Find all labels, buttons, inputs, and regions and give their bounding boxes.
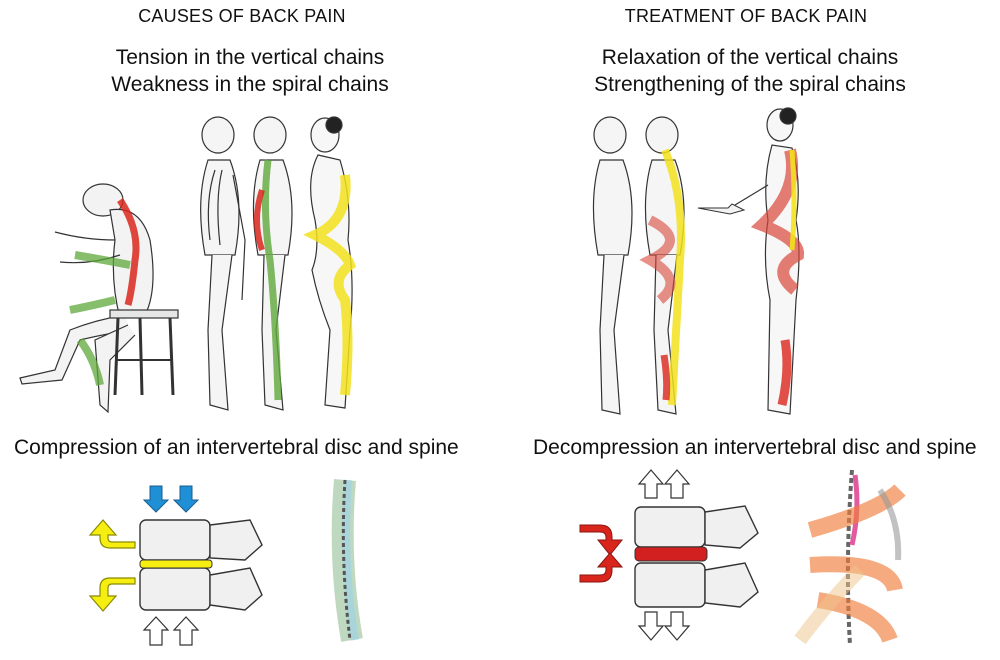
seated-figure [19,183,179,414]
treatment-section-title: Decompression an intervertebral disc and… [533,436,977,459]
bulge-arrows-yellow [88,519,136,612]
skeleton-green-chain [261,159,282,401]
skeleton-yellow-chain [661,148,685,406]
decompressed-disc [634,546,708,562]
push-arrows-red [579,524,624,583]
treatment-illustration [579,107,906,646]
skeleton-red-leg [660,354,671,401]
pointing-hand [697,203,746,215]
compressed-disc [139,559,213,569]
causes-line-spiral: Weakness in the spiral chains [111,73,389,96]
up-arrows-right [637,469,691,499]
compressed-vertebrae [139,519,263,611]
treatment-line-spiral: Strengthening of the spiral chains [594,73,906,96]
skeleton-red-chain [254,189,265,251]
causes-panel: CAUSES OF BACK PAIN Tension in the verti… [14,6,459,646]
spine-figure-left [331,479,363,642]
treatment-panel: TREATMENT OF BACK PAIN Relaxation of the… [500,0,1000,660]
causes-illustration [19,116,363,646]
down-arrows-blue [142,485,200,513]
skeleton-plain [200,116,246,411]
seated-weak-chain [69,251,131,386]
decompressed-vertebrae [634,505,759,608]
treatment-line-vertical: Relaxation of the vertical chains [601,46,899,69]
seated-tension-chain [117,198,140,306]
down-arrows-right [637,611,691,641]
woman-red-spiral [750,148,805,295]
causes-line-vertical: Tension in the vertical chains [115,46,385,69]
woman-red-leg [777,339,792,407]
spine-figure-right [794,469,906,646]
woman-yellow-line [789,149,797,251]
up-arrows-outline [142,616,200,646]
skeleton-red-spiral [639,215,676,304]
skeleton-plain-right [592,116,633,415]
woman-yellow-spiral [303,174,356,396]
causes-section-title: Compression of an intervertebral disc an… [14,436,459,459]
causes-heading: CAUSES OF BACK PAIN [138,6,346,26]
treatment-heading: TREATMENT OF BACK PAIN [624,6,868,26]
